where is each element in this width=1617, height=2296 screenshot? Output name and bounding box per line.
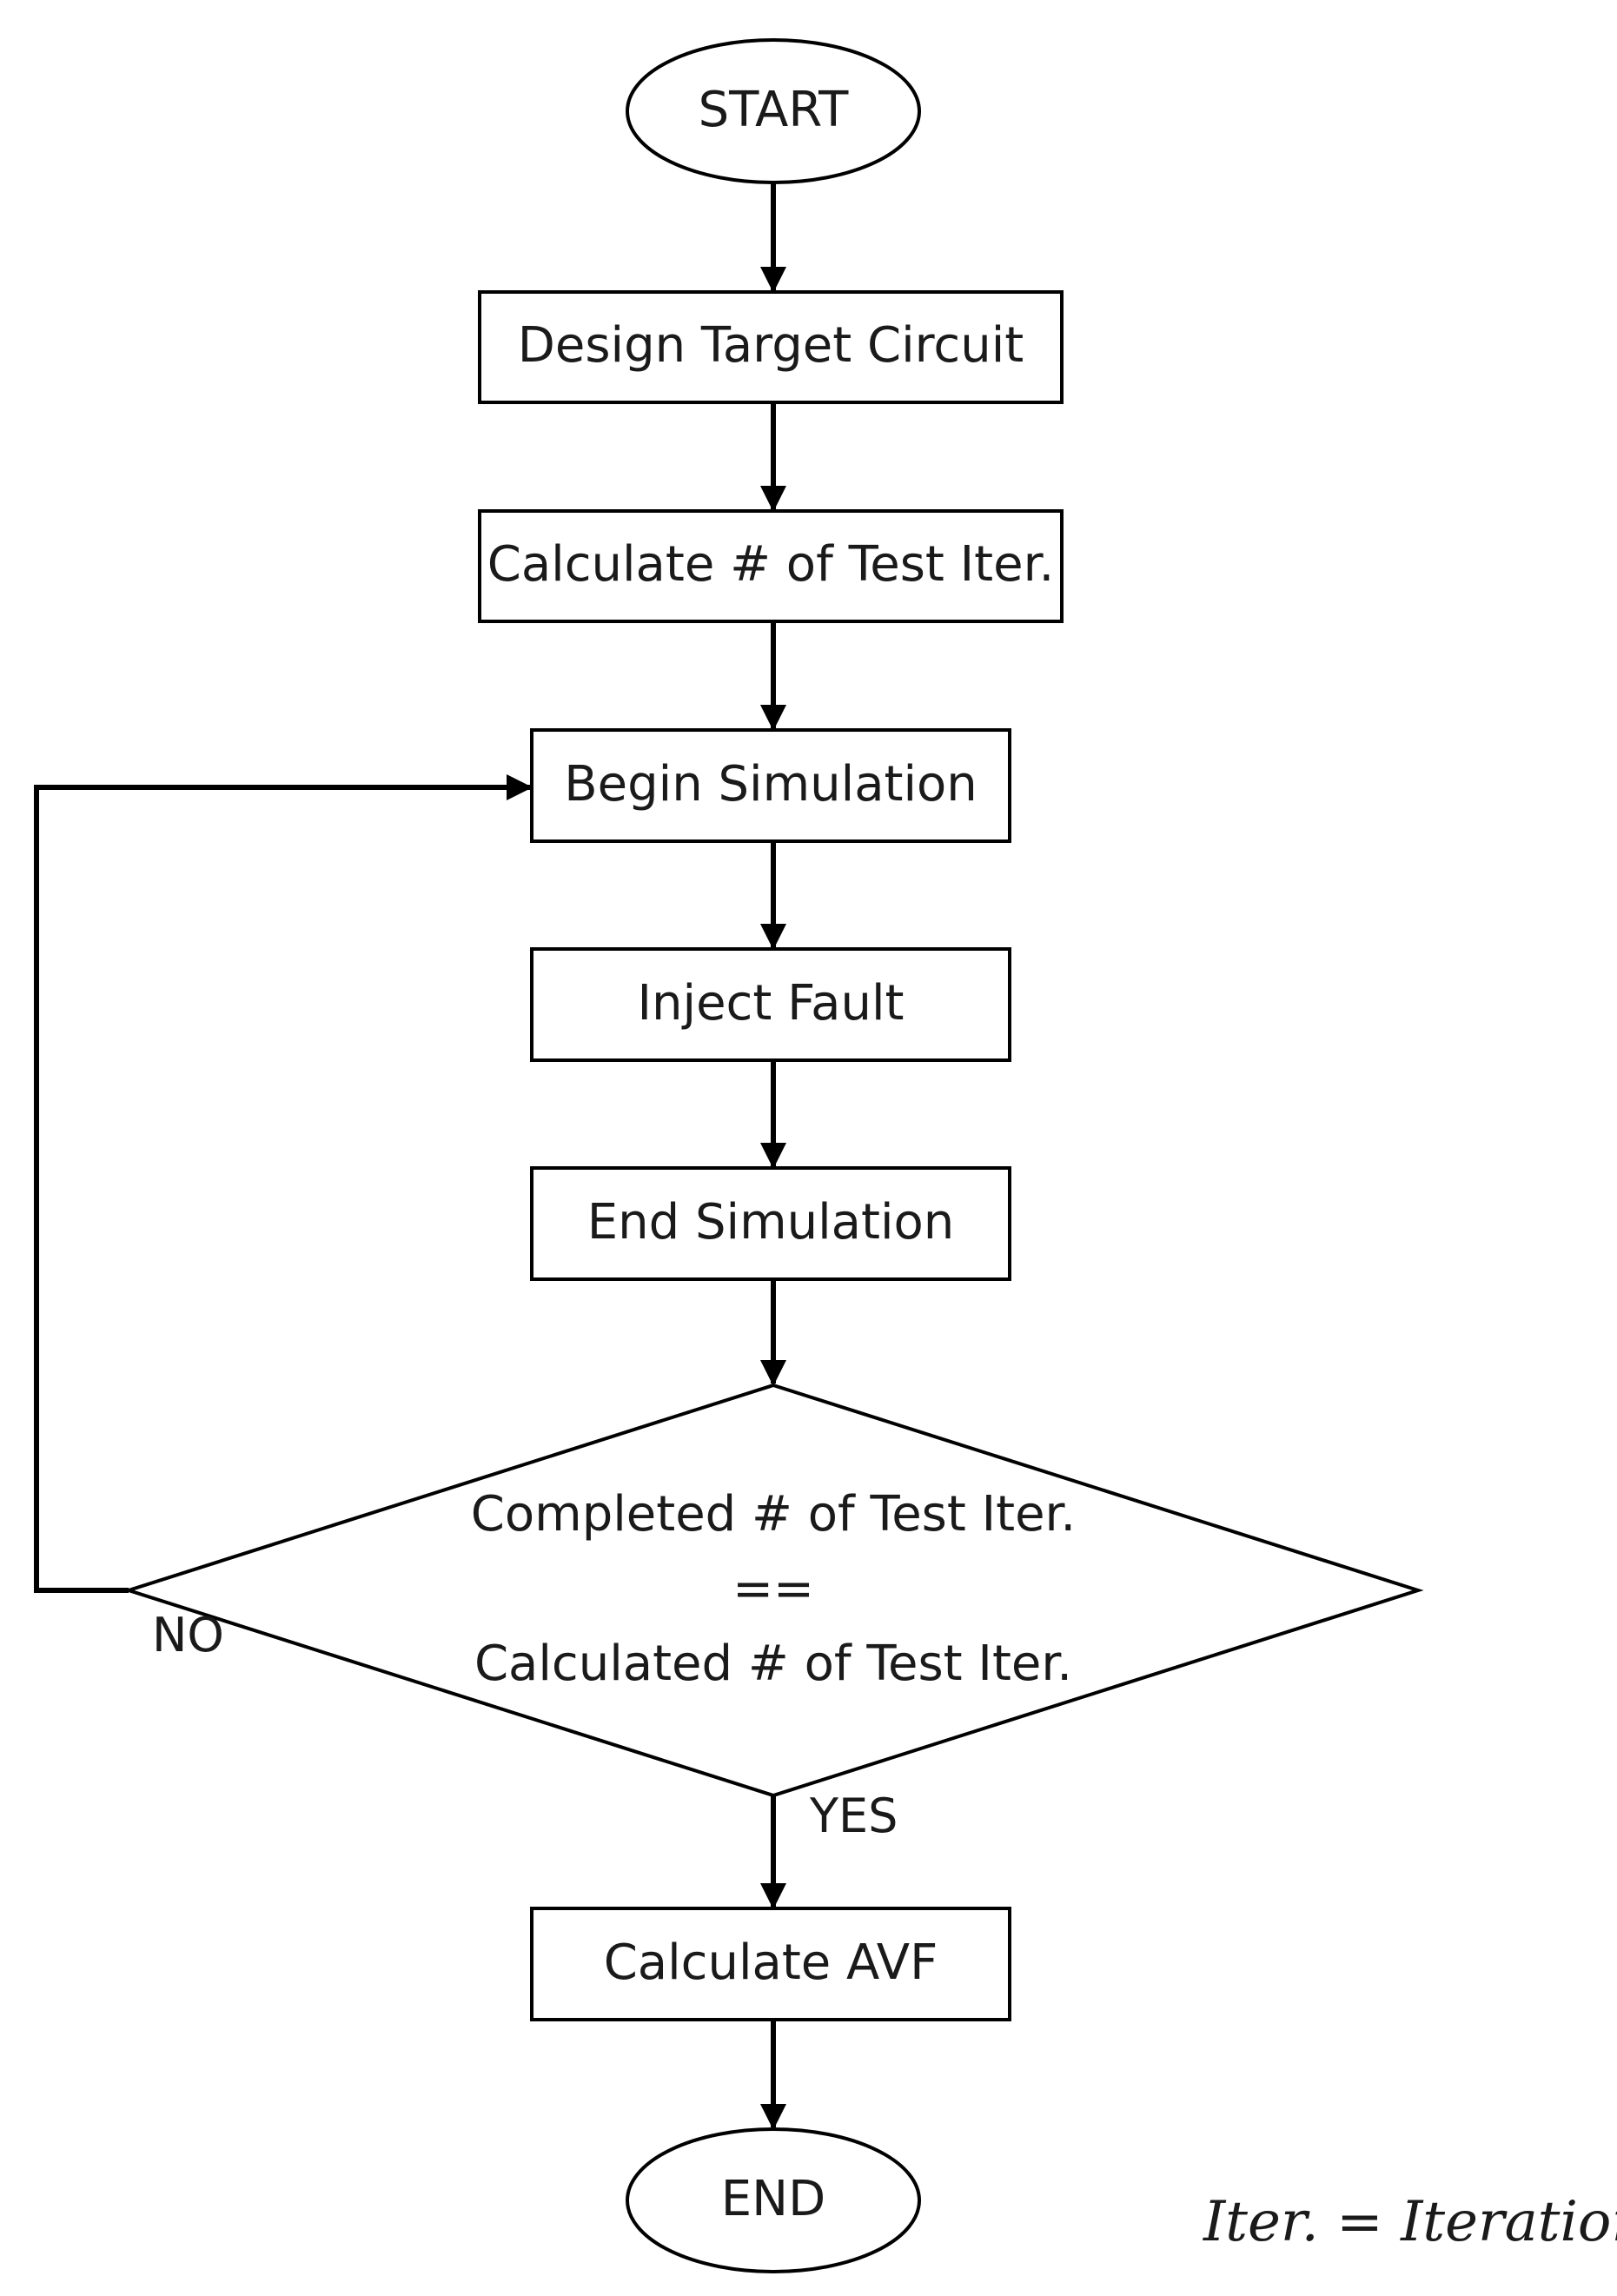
decision-line-3: Calculated # of Test Iter.: [474, 1636, 1072, 1692]
calculate-test-iter-node: Calculate # of Test Iter.: [478, 509, 1064, 623]
calculate-avf-node: Calculate AVF: [530, 1907, 1011, 2021]
yes-label: YES: [809, 1788, 898, 1843]
design-target-circuit-label: Design Target Circuit: [518, 317, 1024, 374]
design-target-circuit-node: Design Target Circuit: [478, 290, 1064, 404]
end-simulation-label: End Simulation: [587, 1194, 955, 1251]
no-label: NO: [152, 1608, 224, 1662]
calculate-avf-label: Calculate AVF: [604, 1934, 938, 1991]
iteration-note: Iter. = Iteration: [1203, 2190, 1617, 2254]
arrow-loop-no: [34, 774, 533, 1593]
decision-node: Completed # of Test Iter. == Calculated …: [123, 1383, 1424, 1798]
inject-fault-label: Inject Fault: [638, 975, 905, 1032]
end-node: END: [626, 2127, 921, 2273]
begin-simulation-node: Begin Simulation: [530, 728, 1011, 843]
end-simulation-node: End Simulation: [530, 1166, 1011, 1281]
calculate-test-iter-label: Calculate # of Test Iter.: [487, 536, 1055, 593]
begin-simulation-label: Begin Simulation: [564, 756, 977, 813]
inject-fault-node: Inject Fault: [530, 947, 1011, 1062]
decision-line-1: Completed # of Test Iter.: [471, 1486, 1076, 1543]
start-node: START: [626, 38, 921, 184]
decision-line-2: ==: [732, 1561, 814, 1617]
end-label: END: [721, 2171, 825, 2227]
start-label: START: [699, 82, 850, 138]
